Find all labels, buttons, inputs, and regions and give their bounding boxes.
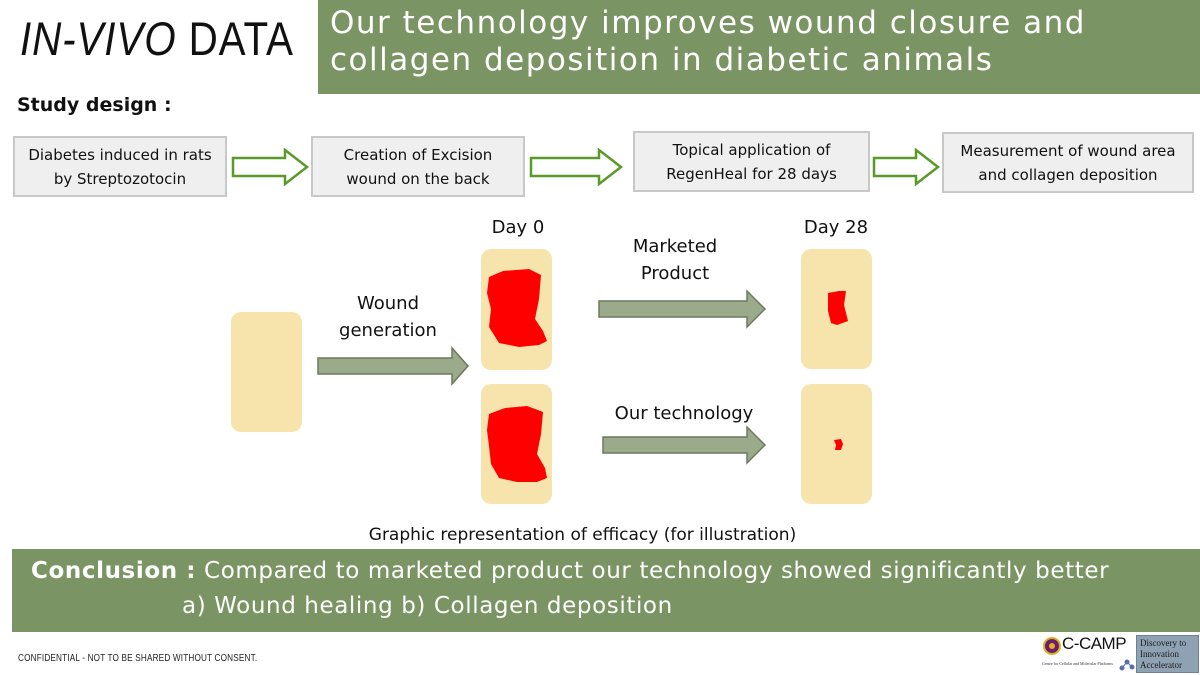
day28-technology-card bbox=[801, 384, 872, 504]
step-2-line-1: Creation of Excision bbox=[343, 145, 493, 164]
step-box-3: Topical application of RegenHeal for 28 d… bbox=[633, 131, 870, 192]
illustration-caption: Graphic representation of efficacy (for … bbox=[368, 525, 797, 545]
ccamp-logo-text: C-CAMP bbox=[1062, 634, 1127, 653]
conclusion-points: a) Wound healing b) Collagen deposition bbox=[182, 593, 673, 619]
our-technology-label: Our technology bbox=[614, 403, 754, 424]
wound-large-icon bbox=[487, 269, 547, 347]
day0-label: Day 0 bbox=[491, 217, 545, 238]
wound-small-icon bbox=[828, 291, 848, 325]
step-3-line-2: RegenHeal for 28 days bbox=[666, 164, 837, 183]
title-invivo: IN-VIVO bbox=[20, 12, 177, 65]
confidential-footer: CONFIDENTIAL - NOT TO BE SHARED WITHOUT … bbox=[18, 653, 258, 664]
healthy-skin-card bbox=[231, 312, 302, 432]
marketed-product-arrow-icon bbox=[598, 289, 767, 329]
wound-generation-line-1: Wound bbox=[357, 293, 419, 314]
day28-marketed-card bbox=[801, 249, 872, 369]
conclusion-text: Compared to marketed product our technol… bbox=[204, 558, 1110, 584]
day0-technology-card bbox=[481, 384, 552, 504]
wound-tiny-icon bbox=[834, 439, 843, 450]
conclusion-banner: Conclusion : Compared to marketed produc… bbox=[12, 549, 1200, 632]
wound-generation-label: Wound generation bbox=[318, 290, 458, 344]
title-data: DATA bbox=[188, 12, 294, 65]
marketed-line-1: Marketed bbox=[632, 236, 718, 257]
day28-label: Day 28 bbox=[803, 217, 869, 238]
step-3-line-1: Topical application of bbox=[672, 140, 831, 159]
marketed-product-label: Marketed Product bbox=[600, 233, 750, 287]
wound-generation-line-2: generation bbox=[339, 320, 437, 341]
step-4-line-1: Measurement of wound area bbox=[960, 141, 1176, 160]
dia-line-3: Accelerator bbox=[1140, 660, 1182, 670]
step-box-4: Measurement of wound area and collagen de… bbox=[942, 132, 1194, 193]
step-arrow-1-icon bbox=[231, 148, 310, 186]
study-design-label: Study design : bbox=[17, 94, 172, 116]
marketed-line-2: Product bbox=[640, 263, 710, 284]
dia-line-1: Discovery to bbox=[1140, 638, 1187, 648]
headline-banner: Our technology improves wound closure an… bbox=[318, 0, 1200, 94]
day0-marketed-card bbox=[481, 249, 552, 370]
step-1-line-1: Diabetes induced in rats bbox=[28, 145, 212, 164]
ccamp-emblem-icon bbox=[1043, 637, 1061, 655]
molecule-icon bbox=[1119, 659, 1135, 671]
our-technology-arrow-icon bbox=[602, 425, 767, 465]
step-4-line-2: and collagen deposition bbox=[978, 165, 1158, 184]
wound-generation-arrow-icon bbox=[317, 346, 470, 386]
dia-logo: Discovery to Innovation Accelerator bbox=[1136, 635, 1199, 673]
wound-large-icon bbox=[487, 406, 547, 482]
headline-text: Our technology improves wound closure an… bbox=[330, 5, 1086, 78]
conclusion-line-1: Conclusion : Compared to marketed produc… bbox=[31, 558, 1109, 584]
step-2-line-2: wound on the back bbox=[346, 169, 490, 188]
ccamp-logo-subtitle: Centre for Cellular and Molecular Platfo… bbox=[1042, 661, 1113, 666]
logo-area: C-CAMP Centre for Cellular and Molecular… bbox=[1040, 634, 1200, 675]
step-box-1: Diabetes induced in rats by Streptozotoci… bbox=[13, 136, 227, 197]
dia-line-2: Innovation bbox=[1140, 649, 1179, 659]
step-arrow-2-icon bbox=[529, 148, 624, 186]
step-box-2: Creation of Excision wound on the back bbox=[311, 136, 525, 197]
conclusion-label: Conclusion : bbox=[31, 558, 197, 584]
step-1-line-2: by Streptozotocin bbox=[53, 169, 187, 188]
step-arrow-3-icon bbox=[872, 148, 941, 186]
slide-title: IN-VIVO DATA bbox=[20, 8, 294, 70]
